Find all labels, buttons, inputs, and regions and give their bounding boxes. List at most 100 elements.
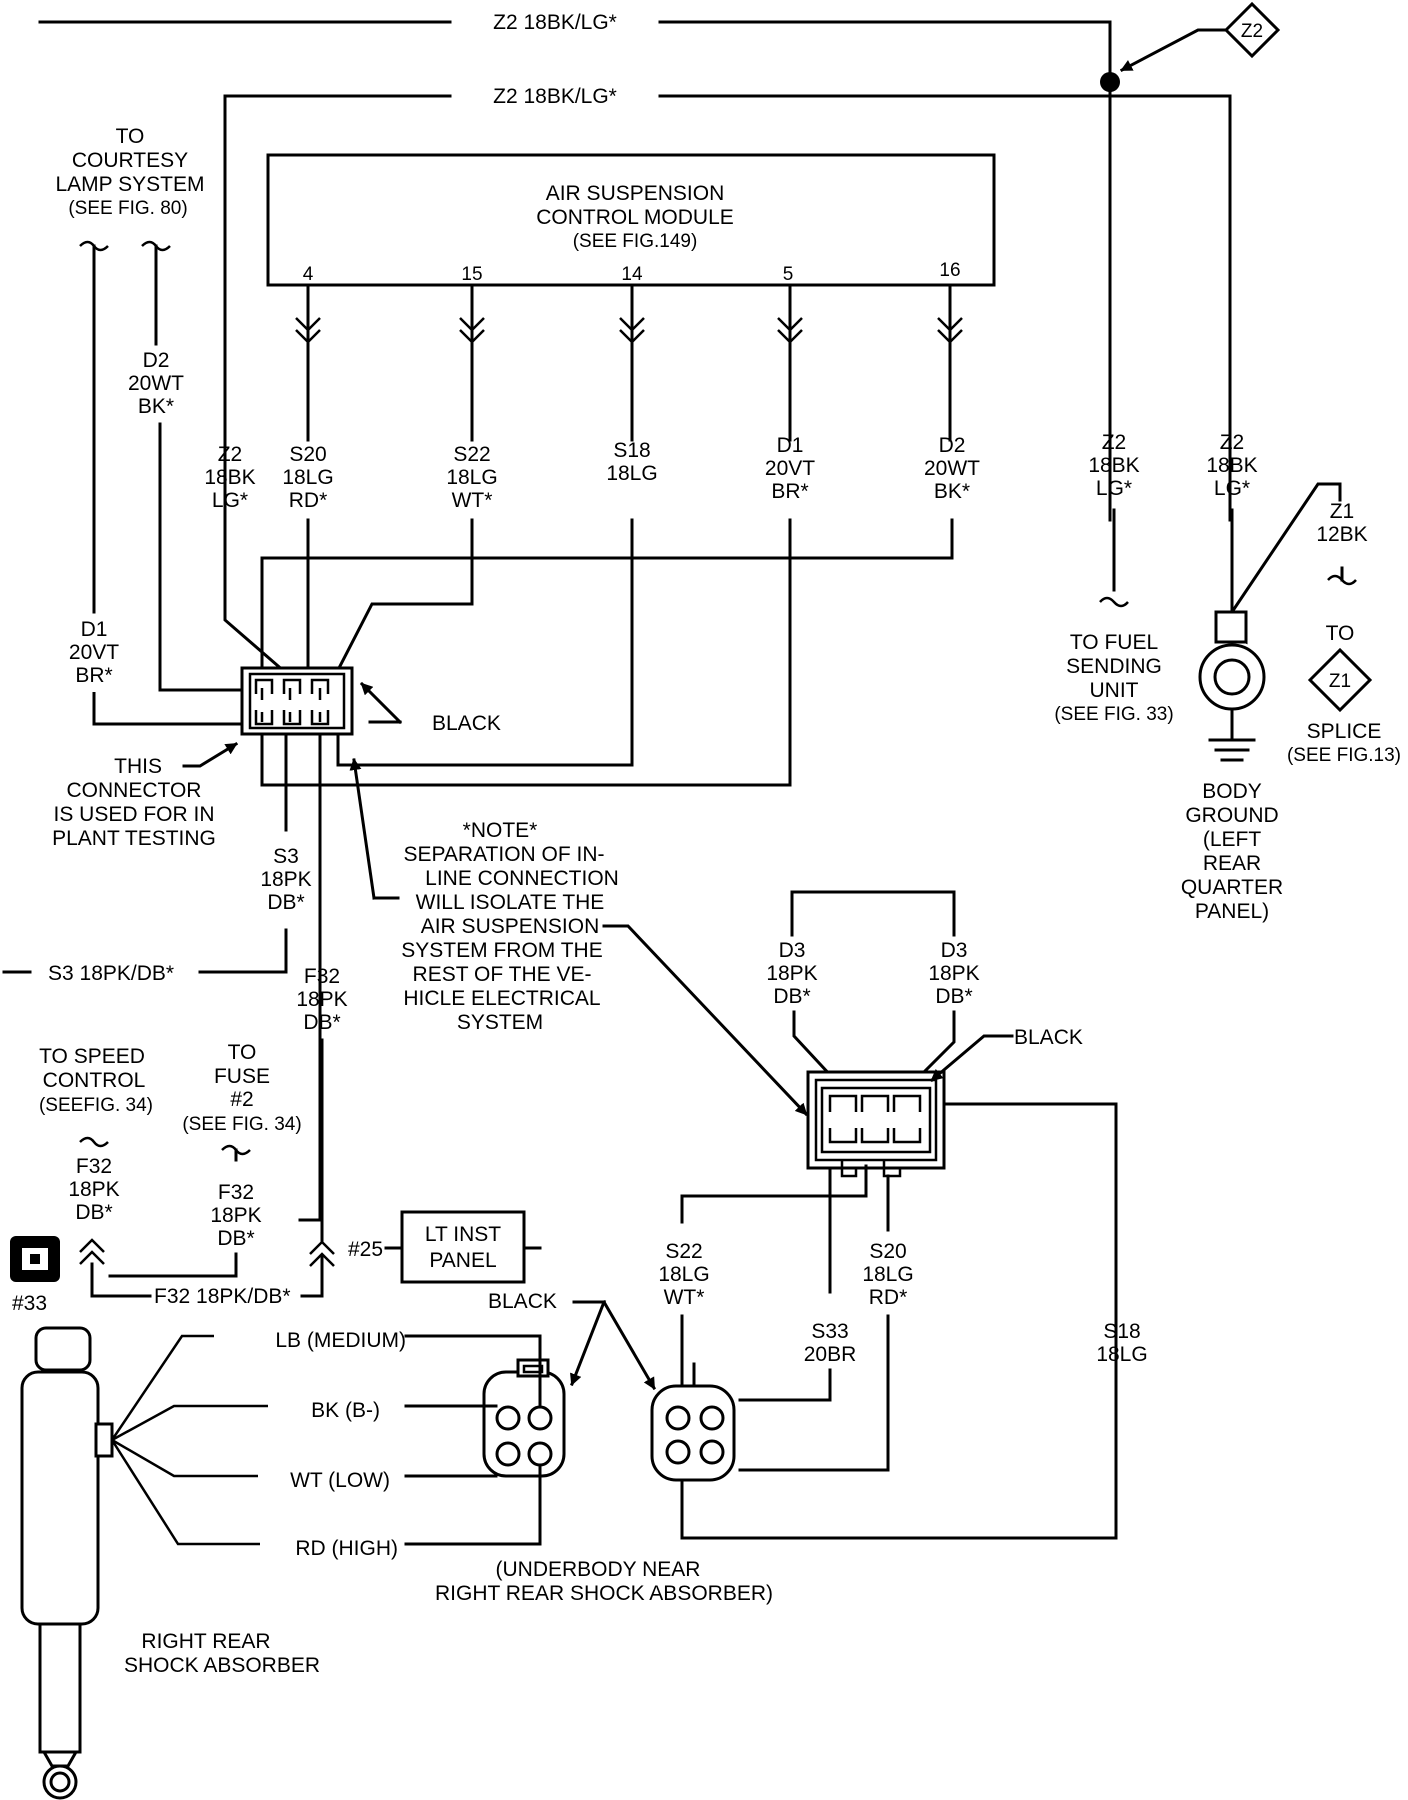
fuse-line-3: #2: [230, 1088, 253, 1111]
d3-wires: D3 18PK DB* D3 18PK DB*: [766, 890, 980, 1095]
connector-33-icon: #33: [10, 1236, 60, 1315]
shock-absorber: RIGHT REAR SHOCK ABSORBER: [20, 1326, 320, 1800]
f32-wire-mid: F32 18PK DB* #25: [296, 965, 404, 1298]
s20-low-label-2: 18LG: [862, 1263, 913, 1286]
module-pin-wires: [295, 286, 963, 442]
z2-fuel-label-3: LG*: [1096, 477, 1132, 500]
inst-panel-line-1: LT INST: [425, 1223, 501, 1246]
s22-low-label-1: S22: [665, 1240, 702, 1263]
body-ground-line-4: REAR: [1203, 852, 1261, 875]
d1-left-line-1: D1: [81, 618, 108, 641]
courtesy-line-3: LAMP SYSTEM: [56, 173, 205, 196]
d2-right-label-2: 20WT: [924, 457, 980, 480]
pin-wire-labels: Z2 18BK LG* S20 18LG RD* S22 18LG WT* S1…: [204, 434, 980, 512]
note-line-9: SYSTEM: [457, 1011, 543, 1034]
body-ground-branch: Z2 18BK LG* Z1 12BK BODY GROUND (LEFT RE…: [1181, 431, 1368, 923]
d3-b-label-1: D3: [941, 939, 968, 962]
body-ground-line-1: BODY: [1202, 780, 1262, 803]
s22-label-2: 18LG: [446, 466, 497, 489]
module-pin-5: 5: [783, 264, 794, 285]
note-line-5: AIR SUSPENSION: [421, 915, 600, 938]
d3-a-label-1: D3: [779, 939, 806, 962]
z2-top-wires: Z2 18BK/LG* Z2 18BK/LG*: [38, 11, 1232, 542]
s33-label-2: 20BR: [804, 1343, 857, 1366]
s20-low-label-1: S20: [869, 1240, 906, 1263]
shock-wire-bk: BK (B-): [311, 1399, 380, 1422]
f32-b-label-1: F32: [218, 1181, 254, 1204]
f32-b-label-3: DB*: [217, 1227, 254, 1250]
wire-label-z2-top: Z2 18BK/LG*: [493, 11, 617, 34]
courtesy-line-4: (SEE FIG. 80): [68, 198, 187, 219]
s18-low-label-1: S18: [1103, 1320, 1140, 1343]
fuse-line-1: TO: [228, 1041, 257, 1064]
z1-marker-label: Z1: [1329, 671, 1351, 692]
d2-left-label-2: 20WT: [128, 372, 184, 395]
shock-label-1: RIGHT REAR: [141, 1630, 270, 1653]
body-ground-line-2: GROUND: [1185, 804, 1278, 827]
d1-label-1: D1: [777, 434, 804, 457]
test-connector-line-4: PLANT TESTING: [52, 827, 216, 850]
s33-label-1: S33: [811, 1320, 848, 1343]
note-line-6: SYSTEM FROM THE: [401, 939, 602, 962]
shock-wire-lb: LB (MEDIUM): [275, 1329, 406, 1352]
note-line-7: REST OF THE VE-: [413, 963, 592, 986]
body-ground-line-3: (LEFT: [1203, 828, 1262, 851]
f32-mid-label-3: DB*: [303, 1011, 340, 1034]
f32-a-label-2: 18PK: [68, 1178, 119, 1201]
body-ground-line-5: QUARTER: [1181, 876, 1283, 899]
f32-b-label-2: 18PK: [210, 1204, 261, 1227]
inline-connector-black: BLACK: [680, 1026, 1118, 1532]
underbody-line-2: RIGHT REAR SHOCK ABSORBER): [435, 1582, 773, 1605]
note-line-1: *NOTE*: [463, 819, 538, 842]
test-connector-line-2: CONNECTOR: [67, 779, 202, 802]
s3-label-3: DB*: [267, 891, 304, 914]
splice-line-1: SPLICE: [1307, 720, 1382, 743]
speed-control-line-1: TO SPEED: [39, 1045, 145, 1068]
z1-splice-reference: TO Z1 SPLICE (SEE FIG.13): [1287, 622, 1401, 766]
black-label-upper: BLACK: [432, 712, 501, 735]
inst-panel-line-2: PANEL: [429, 1249, 496, 1272]
note-line-8: HICLE ELECTRICAL: [403, 987, 600, 1010]
note-line-4: WILL ISOLATE THE: [416, 891, 605, 914]
fuel-sending-branch: Z2 18BK LG* TO FUEL SENDING UNIT (SEE FI…: [1054, 431, 1173, 725]
s18-low-label-2: 18LG: [1096, 1343, 1147, 1366]
s22-low-label-2: 18LG: [658, 1263, 709, 1286]
d1-left-label: D1 20VT BR*: [58, 616, 134, 692]
z2-left-label-2: 18BK: [204, 466, 255, 489]
f32-a-label-3: DB*: [75, 1201, 112, 1224]
d3-a-label-2: 18PK: [766, 962, 817, 985]
d2-right-label-3: BK*: [934, 480, 970, 503]
d1-left-line-3: BR*: [75, 664, 112, 687]
z2-left-label-1: Z2: [218, 443, 243, 466]
module-pin-15: 15: [461, 264, 482, 285]
z2-splice-marker: Z2: [1119, 1, 1281, 73]
test-connector-line-3: IS USED FOR IN: [53, 803, 214, 826]
shock-label-2: SHOCK ABSORBER: [124, 1654, 320, 1677]
z2-splice-dot: [1100, 72, 1120, 92]
d3-b-label-3: DB*: [935, 985, 972, 1008]
s20-low-label-3: RD*: [869, 1286, 908, 1309]
speed-control-fuse: TO SPEED CONTROL (SEEFIG. 34) TO FUSE #2…: [39, 1041, 302, 1308]
splice-line-2: (SEE FIG.13): [1287, 745, 1401, 766]
note-line-2: SEPARATION OF IN-: [403, 843, 604, 866]
s22-label-3: WT*: [452, 489, 493, 512]
body-ground-line-6: PANEL): [1195, 900, 1269, 923]
f32-a-label-1: F32: [76, 1155, 112, 1178]
inline-test-connector: BLACK THIS CONNECTOR IS USED FOR IN PLAN…: [52, 666, 501, 1222]
s22-label-1: S22: [453, 443, 490, 466]
lt-inst-panel: LT INST PANEL: [400, 1210, 542, 1284]
s20-label-1: S20: [289, 443, 326, 466]
module-pin-16: 16: [939, 260, 960, 281]
f32-mid-label-1: F32: [304, 965, 340, 988]
d2-right-label-1: D2: [939, 434, 966, 457]
s3-label-2: 18PK: [260, 868, 311, 891]
z1-label-2: 12BK: [1316, 523, 1367, 546]
s3-horizontal-label: S3 18PK/DB*: [48, 962, 174, 985]
s18-label-1: S18: [613, 439, 650, 462]
d2-left-label-1: D2: [143, 349, 170, 372]
fuse-line-4: (SEE FIG. 34): [182, 1114, 301, 1135]
fuel-unit-line-2: SENDING: [1066, 655, 1162, 678]
module-pin-4: 4: [303, 264, 314, 285]
connector-33-label: #33: [12, 1292, 47, 1315]
speed-control-line-2: CONTROL: [43, 1069, 146, 1092]
